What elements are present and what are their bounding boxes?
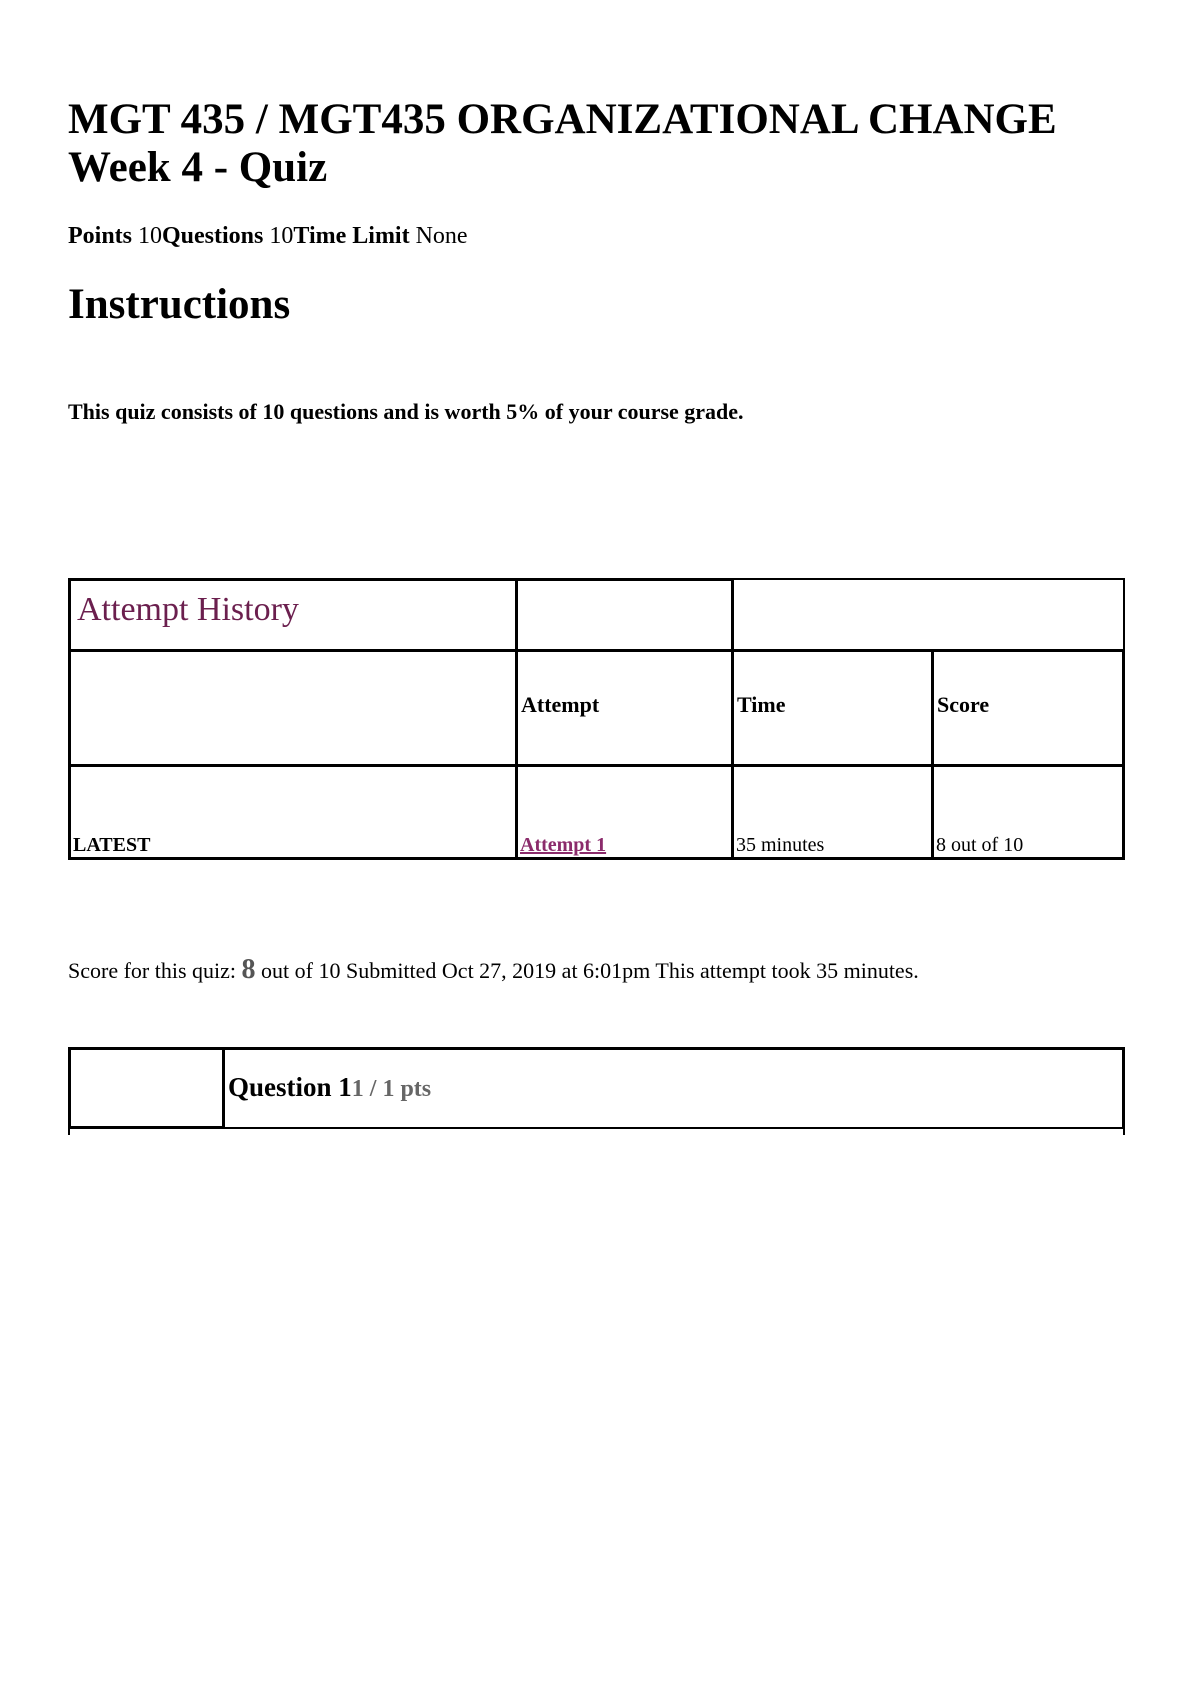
attempt-history-title: Attempt History xyxy=(77,591,299,628)
score-suffix: out of 10 Submitted Oct 27, 2019 at 6:01… xyxy=(261,958,919,983)
score-prefix: Score for this quiz: xyxy=(68,958,237,983)
table-header-empty-cell xyxy=(515,578,734,652)
points-value: 10 xyxy=(138,223,163,249)
question-title: Question 11 / 1 pts xyxy=(228,1072,431,1103)
question-flag-cell xyxy=(68,1047,225,1129)
column-header-score-label: Score xyxy=(937,692,990,717)
column-header-score: Score xyxy=(931,649,1125,767)
column-header-time: Time xyxy=(731,649,934,767)
time-limit-label: Time Limit xyxy=(293,223,410,249)
attempt-score: 8 out of 10 xyxy=(936,834,1024,856)
quiz-name: Week 4 - Quiz xyxy=(68,144,328,191)
instructions-text: This quiz consists of 10 questions and i… xyxy=(68,399,744,424)
questions-label: Questions xyxy=(162,223,264,249)
time-limit-value: None xyxy=(415,223,468,249)
column-header-attempt: Attempt xyxy=(515,649,734,767)
column-header-empty xyxy=(68,649,518,767)
question-points: 1 / 1 pts xyxy=(351,1076,432,1102)
score-summary: Score for this quiz: 8 out of 10 Submitt… xyxy=(68,955,919,986)
latest-label: LATEST xyxy=(73,834,151,856)
points-label: Points xyxy=(68,223,133,249)
table-row-label-cell: LATEST xyxy=(68,764,518,860)
instructions-heading: Instructions xyxy=(68,281,291,328)
course-title: MGT 435 / MGT435 ORGANIZATIONAL CHANGE xyxy=(68,96,1057,143)
table-header-empty-cell xyxy=(731,578,1125,652)
column-header-time-label: Time xyxy=(737,692,786,717)
question-title-cell: Question 11 / 1 pts xyxy=(222,1047,1125,1129)
attempt-history-title-cell: Attempt History xyxy=(68,578,518,652)
table-row-time-cell: 35 minutes xyxy=(731,764,934,860)
table-row-attempt-cell: Attempt 1 xyxy=(515,764,734,860)
table-row-score-cell: 8 out of 10 xyxy=(931,764,1125,860)
questions-value: 10 xyxy=(269,223,294,249)
quiz-meta: Points 10Questions 10Time Limit None xyxy=(68,222,468,250)
question-header: Question 11 / 1 pts xyxy=(68,1047,1125,1129)
column-header-attempt-label: Attempt xyxy=(521,692,600,717)
quiz-title: MGT 435 / MGT435 ORGANIZATIONAL CHANGE W… xyxy=(68,96,1057,192)
question-border-right xyxy=(1123,1127,1125,1135)
question-border-left xyxy=(68,1127,70,1135)
attempt-history-table: Attempt History Attempt Time Score LATES… xyxy=(68,578,1125,860)
question-number: Question 1 xyxy=(228,1072,352,1102)
score-value: 8 xyxy=(241,954,256,985)
attempt-1-link[interactable]: Attempt 1 xyxy=(520,834,607,856)
attempt-time: 35 minutes xyxy=(736,834,825,856)
